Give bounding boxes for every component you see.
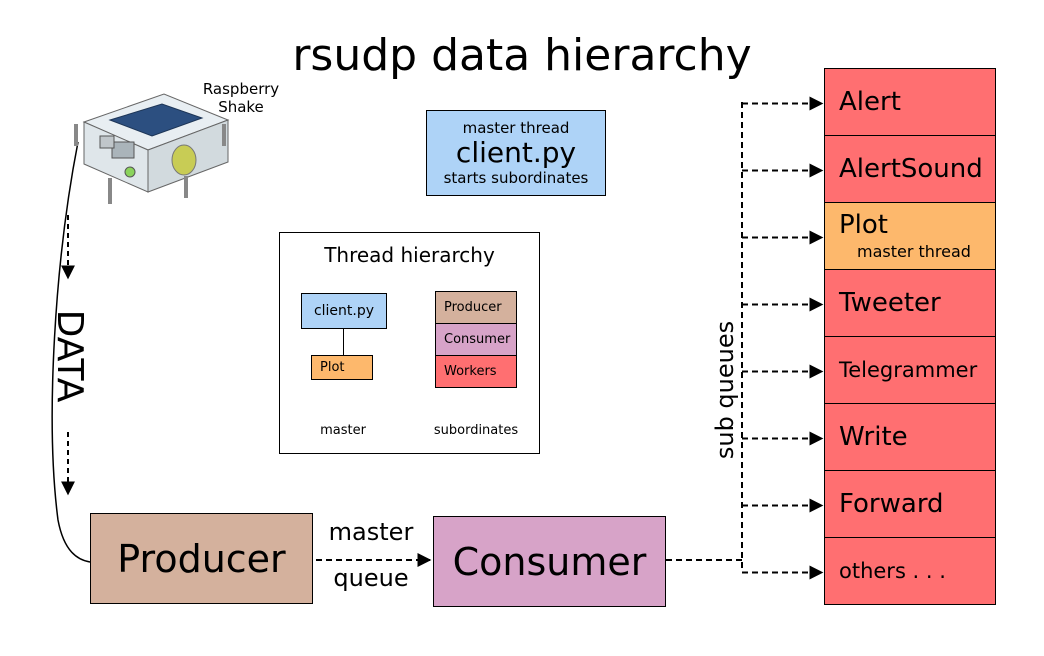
- master-queue-line2: queue: [333, 564, 409, 592]
- worker-name: Alert: [839, 87, 901, 117]
- worker-name: Write: [839, 422, 908, 452]
- worker-name: Plot: [839, 209, 889, 240]
- master-box-main: client.py: [455, 136, 577, 169]
- producer-label: Producer: [117, 536, 286, 581]
- worker-alert: Alert: [824, 68, 996, 136]
- master-queue-label: master queue: [316, 518, 426, 592]
- worker-name: Forward: [839, 489, 944, 519]
- legend-consumer: Consumer: [435, 323, 517, 356]
- worker-name: AlertSound: [839, 154, 983, 184]
- worker-name: Telegrammer: [839, 357, 978, 382]
- worker-forward: Forward: [824, 470, 996, 538]
- sub-queue-branches: [742, 96, 824, 580]
- producer-box: Producer: [90, 513, 313, 604]
- master-box-top: master thread: [462, 119, 570, 137]
- raspberry-shake-icon: [74, 93, 230, 204]
- device-label-line1: Raspberry: [202, 80, 280, 98]
- legend-master-caption: master: [320, 423, 366, 438]
- data-label: DATA: [49, 309, 90, 403]
- worker-telegrammer: Telegrammer: [824, 336, 996, 404]
- raspberry-shake-device: [72, 80, 232, 210]
- worker-note: master thread: [857, 241, 971, 261]
- thread-hierarchy-legend: Thread hierarchy client.py Plot Producer…: [279, 232, 540, 454]
- worker-name: Tweeter: [839, 288, 941, 318]
- worker-name: others . . .: [839, 558, 946, 583]
- master-box-bottom: starts subordinates: [443, 169, 589, 187]
- worker-alertsound: AlertSound: [824, 135, 996, 203]
- legend-connector: [343, 329, 344, 355]
- data-flow-curve: [51, 141, 91, 563]
- diagram-title: rsudp data hierarchy: [292, 30, 752, 81]
- legend-subordinates-caption: subordinates: [433, 423, 519, 438]
- master-queue-line1: master: [328, 518, 414, 546]
- device-label-line2: Shake: [218, 98, 264, 116]
- legend-workers: Workers: [435, 355, 517, 388]
- device-label: Raspberry Shake: [196, 80, 286, 116]
- sub-queues-label: sub queues: [711, 305, 739, 475]
- legend-plot: Plot: [311, 355, 373, 380]
- worker-write: Write: [824, 403, 996, 471]
- client-master-box: master thread client.py starts subordina…: [426, 110, 606, 196]
- consumer-box: Consumer: [433, 516, 666, 607]
- worker-others: others . . .: [824, 537, 996, 605]
- worker-tweeter: Tweeter: [824, 269, 996, 337]
- legend-client: client.py: [301, 293, 387, 329]
- consumer-label: Consumer: [452, 539, 647, 584]
- legend-producer: Producer: [435, 291, 517, 324]
- legend-heading: Thread hierarchy: [324, 243, 495, 267]
